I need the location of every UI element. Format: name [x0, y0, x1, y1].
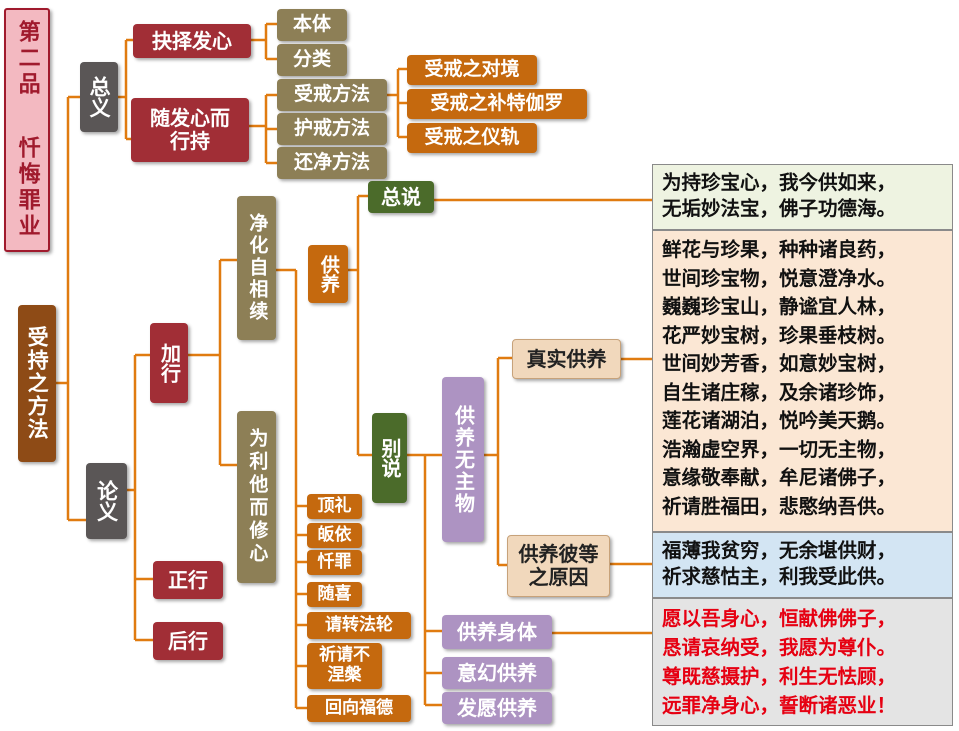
fayuan-node: 发愿供养: [442, 692, 552, 724]
yuanyin-node: 供养彼等之原因: [507, 535, 610, 597]
chapter-name: 忏悔罪业: [14, 136, 40, 240]
suifa-node: 随发心而行持: [131, 98, 249, 162]
jinghua-node: 净化自相续: [237, 196, 276, 340]
verse-zongshuo: 为持珍宝心，我今供如来， 无垢妙法宝，佛子功德海。: [652, 164, 953, 230]
shenti-node: 供养身体: [442, 615, 552, 649]
chanzui-node: 忏罪: [307, 550, 362, 575]
zhengxing-node: 正行: [153, 561, 223, 599]
verse-zhenshi: 鲜花与珍果，种种诸良药， 世间珍宝物，悦意澄净水。 巍巍珍宝山，静谧宜人林， 花…: [652, 230, 953, 532]
chapter-title: 第二品 忏悔罪业: [4, 8, 50, 252]
yigui-node: 受戒之仪轨: [407, 123, 537, 153]
duijing-node: 受戒之对境: [407, 55, 537, 85]
root-node: 受持之方法: [18, 305, 56, 462]
lunyi-node: 论义: [86, 463, 127, 539]
zhenshi-node: 真实供养: [512, 339, 621, 379]
shoujie-fangfa-node: 受戒方法: [277, 79, 387, 111]
butejialuo-node: 受戒之补特伽罗: [407, 89, 587, 119]
qingzhuan-node: 请转法轮: [307, 612, 411, 639]
bieshuo-node: 别说: [372, 413, 407, 503]
houxing-node: 后行: [153, 622, 223, 660]
verse-yuanyin: 福薄我贫穷，无余堪供财， 祈求慈怙主，利我受此供。: [652, 532, 953, 598]
huixiang-node: 回向福德: [307, 695, 411, 722]
yihuan-node: 意幻供养: [442, 657, 552, 689]
zongyi-node: 总义: [80, 62, 118, 132]
weili-node: 为利他而修心: [237, 411, 276, 583]
fenlei-node: 分类: [277, 44, 347, 76]
chapter-number: 第二品: [14, 20, 40, 98]
jueze-node: 抉择发心: [133, 24, 251, 58]
gongyang-node: 供养: [308, 245, 348, 303]
suixi-node: 随喜: [307, 582, 362, 607]
zongshuo-node: 总说: [368, 181, 434, 213]
wuzhu-node: 供养无主物: [442, 377, 484, 542]
dingli-node: 顶礼: [307, 494, 362, 519]
jiaxing-node: 加行: [150, 323, 188, 403]
hujie-fangfa-node: 护戒方法: [277, 113, 387, 145]
verse-shenti: 愿以吾身心，恒献佛佛子， 恳请哀纳受，我愿为尊仆。 尊既慈摄护，利生无怯顾， 远…: [652, 598, 953, 726]
huanjing-fangfa-node: 还净方法: [277, 147, 387, 179]
guiyi-node: 皈依: [307, 523, 362, 548]
benti-node: 本体: [277, 9, 347, 41]
qiqing-node: 祈请不涅槃: [307, 643, 382, 689]
